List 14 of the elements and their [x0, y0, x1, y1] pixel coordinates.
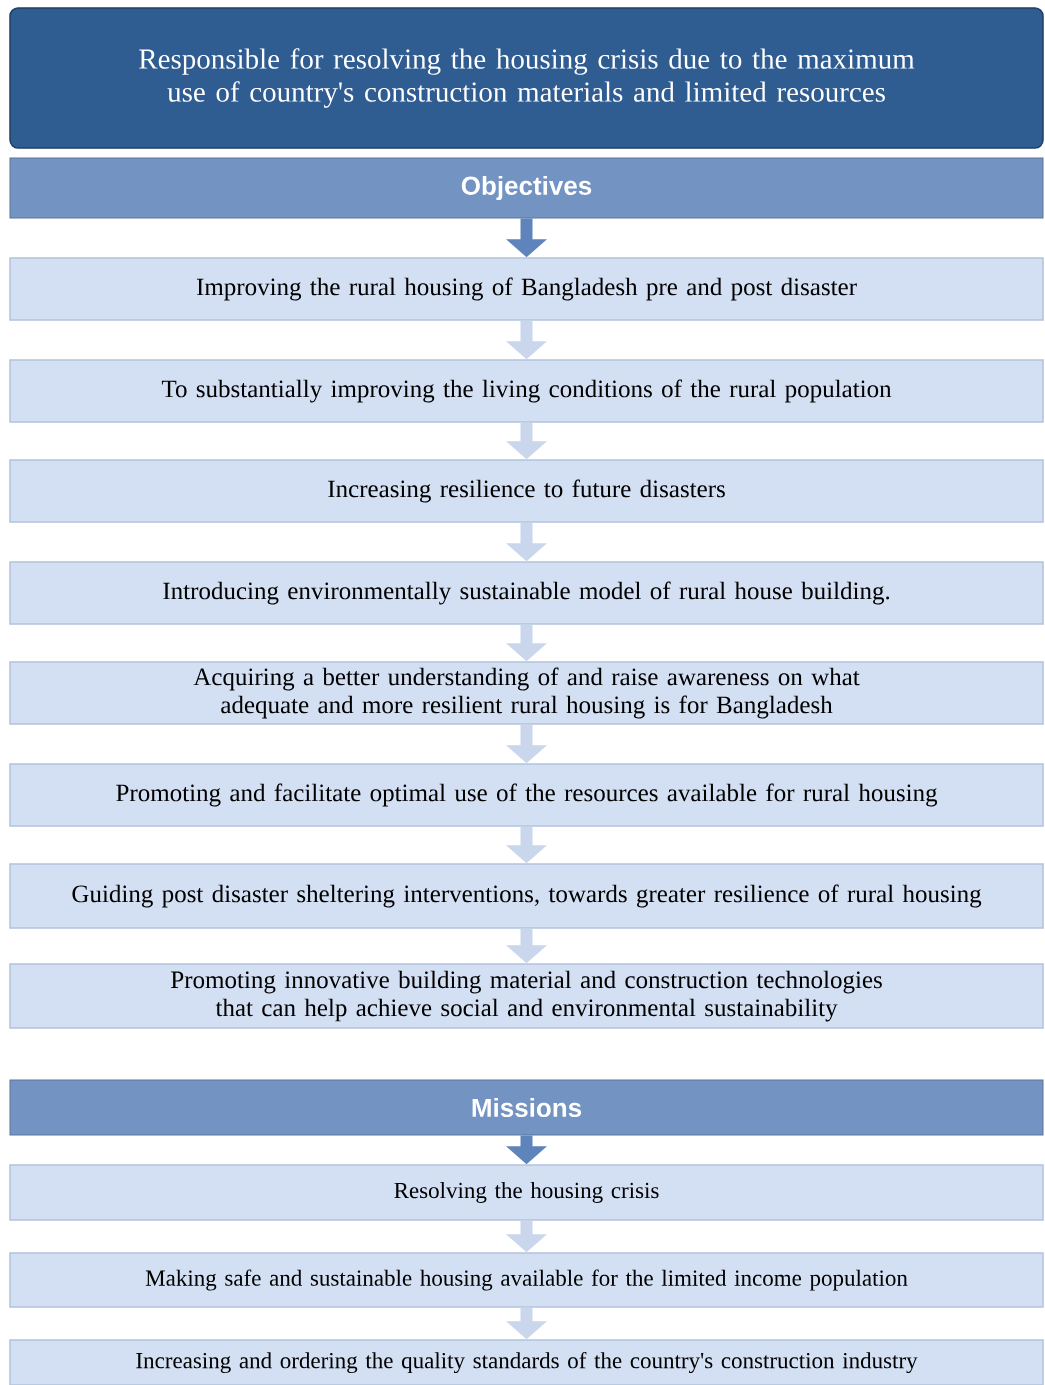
section-header-bar: Objectives	[9, 157, 1044, 219]
objective-box: Increasing resilience to future disasters	[9, 459, 1044, 523]
title-box: Responsible for resolving the housing crisis due to the maximum use of country's construction materials and limited resources	[9, 7, 1044, 149]
objective-box: Promoting innovative building material and construction technologies that can help achieve social and environmental sustainability	[9, 963, 1044, 1029]
objective-box: Acquiring a better understanding of and raise awareness on what adequate and more resilient rural housing is for Bangladesh	[9, 661, 1044, 725]
objective-box: Introducing environmentally sustainable model of rural house building.	[9, 561, 1044, 625]
objective-box: To substantially improving the living conditions of the rural population	[9, 359, 1044, 423]
section-header-bar: Missions	[9, 1079, 1044, 1136]
objective-box: Guiding post disaster sheltering interventions, towards greater resilience of rural housing	[9, 863, 1044, 929]
mission-box: Making safe and sustainable housing available for the limited income population	[9, 1252, 1044, 1308]
mission-box: Resolving the housing crisis	[9, 1164, 1044, 1221]
objective-box: Promoting and facilitate optimal use of the resources available for rural housing	[9, 763, 1044, 827]
objective-box: Improving the rural housing of Bangladesh pre and post disaster	[9, 257, 1044, 321]
mission-box: Increasing and ordering the quality standards of the country's construction industry	[9, 1339, 1044, 1385]
